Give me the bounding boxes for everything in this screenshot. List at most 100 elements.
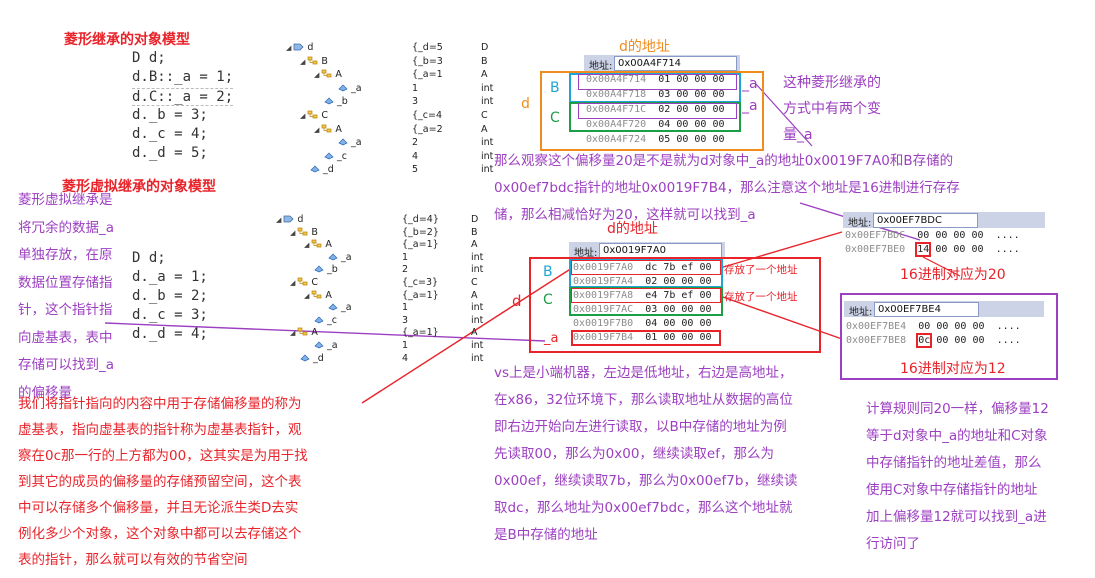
watch-value: {_a=1}: [402, 239, 439, 251]
watch-value: {_a=1}: [402, 289, 439, 301]
watch-type: B: [471, 226, 478, 238]
watch-value: 1: [402, 340, 409, 351]
box-a-virtual: [571, 330, 721, 346]
mem-row: 0x0019F7B4 01 00 00 00: [573, 332, 712, 343]
watch-row[interactable]: ◢A {_a=1} A: [276, 290, 486, 302]
watch-row[interactable]: ◢C{_c=3}C: [276, 277, 486, 289]
watch-row[interactable]: ◢A{_a=1}A: [276, 239, 486, 251]
watch-value: 1: [402, 302, 409, 314]
code-line: d.C::_a = 2;: [132, 88, 234, 106]
watch-row[interactable]: ◢B{_b=2}B: [276, 227, 486, 239]
mem-row: 0x00EF7BDC 00 00 00 00 ....: [845, 230, 1020, 241]
box-d-orange: [540, 71, 764, 151]
vbt2-caption: 16进制对应为12: [900, 361, 1006, 377]
watch-value: 5: [412, 164, 419, 176]
code-line: d._b = 3;: [132, 107, 208, 123]
watch-value: {_b=3: [412, 55, 443, 67]
mem-row: 0x00EF7BE4 00 00 00 00 ....: [846, 321, 1021, 332]
mem-row: 0x0019F7A8 e4 7b ef 00: [573, 290, 712, 301]
vbt1-address-input[interactable]: 0x00EF7BDC: [873, 213, 978, 228]
vbt1-caption: 16进制对应为20: [900, 267, 1006, 283]
code-line: d._c = 3;: [132, 307, 208, 323]
mem1-title: d的地址: [619, 39, 670, 55]
calc-note: 计算规则同20一样，偏移量12 等于d对象中_a的地址和C对象 中存储指针的地址…: [866, 401, 1049, 552]
offset-20-cell: 14: [915, 242, 932, 257]
watch-name: ◢B: [300, 55, 328, 67]
watch-type: A: [471, 289, 478, 301]
pointer-line-diamond-note: [755, 83, 813, 147]
watch-name: _a: [328, 137, 362, 149]
watch-name: _a: [318, 252, 352, 264]
mem-row: 0x0019F7AC 03 00 00 00: [573, 304, 712, 315]
pointer-line-c-vbt2: [719, 295, 843, 340]
mem-address-input[interactable]: 0x0019F7A0: [599, 243, 722, 258]
watch-name: ◢d: [286, 42, 314, 53]
label-d-virtual: d: [512, 292, 522, 310]
watch-value: 2: [412, 137, 419, 149]
vbt2-address-input[interactable]: 0x00EF7BE4: [874, 302, 979, 317]
diamond-title: 菱形继承的对象模型: [64, 32, 190, 48]
watch-type: int: [471, 302, 484, 314]
watch-value: {_c=3}: [402, 277, 439, 288]
mem-address-label: 地址:: [574, 248, 598, 259]
watch-value: 3: [412, 96, 419, 108]
watch-value: 4: [402, 352, 409, 364]
expand-triangle-icon: ◢: [290, 228, 296, 237]
expand-triangle-icon: ◢: [314, 125, 320, 134]
watch-value: {_d=5: [412, 42, 443, 53]
vbtable-1: 地址: 0x00EF7BDC 0x00EF7BDC 00 00 00 00 ..…: [843, 212, 1045, 258]
code-line: d._b = 2;: [132, 288, 208, 304]
watch-row[interactable]: ◢A{_a=1}A: [276, 327, 486, 339]
watch-name: _b: [304, 264, 338, 276]
watch-type: int: [481, 82, 494, 94]
expand-triangle-icon: ◢: [314, 71, 320, 80]
mem-row: 0x0019F7B0 04 00 00 00: [573, 318, 712, 329]
vbt-note: 我们将指针指向的内容中用于存储偏移量的称为 虚基表，指向虚基表的指针称为虚基表指…: [18, 396, 308, 568]
mem-row: 0x0019F7A0 dc 7b ef 00: [573, 262, 712, 273]
mem-row: 0x0019F7A4 02 00 00 00: [573, 276, 712, 287]
offset-12-cell: 0c: [916, 333, 933, 348]
watch-name: ◢A: [304, 239, 332, 251]
watch-type: int: [471, 264, 484, 276]
watch-type: A: [481, 69, 488, 81]
watch-row[interactable]: ◢d{_d=4}D: [276, 214, 486, 226]
mem-address-label: 地址:: [849, 307, 873, 318]
watch-type: C: [481, 110, 488, 121]
code-line: D d;: [132, 250, 166, 266]
diamond-code: D d; d.B::_a = 1; d.C::_a = 2; d._b = 3;…: [132, 50, 272, 168]
code-line: d._a = 1;: [132, 269, 208, 285]
box-vbt2: [840, 293, 1058, 380]
label-b: B: [550, 80, 560, 96]
expand-triangle-icon: ◢: [276, 216, 282, 224]
watch-name: ◢C: [300, 110, 329, 121]
mem-address-input[interactable]: 0x00A4F714: [614, 56, 737, 71]
watch-name: ◢d: [276, 214, 304, 225]
label-a-virtual: _a: [544, 331, 559, 346]
code-line: D d;: [132, 50, 166, 66]
watch-name: ◢A: [304, 289, 332, 301]
watch-name: ◢C: [290, 277, 319, 288]
label-c-virtual: C: [543, 292, 553, 308]
watch-type: int: [471, 314, 484, 326]
watch-name: ◢B: [290, 226, 318, 238]
expand-triangle-icon: ◢: [300, 112, 306, 120]
memory-window-virtual: 地址: 0x0019F7A0 0x0019F7A0 dc 7b ef 00 0x…: [569, 242, 725, 346]
